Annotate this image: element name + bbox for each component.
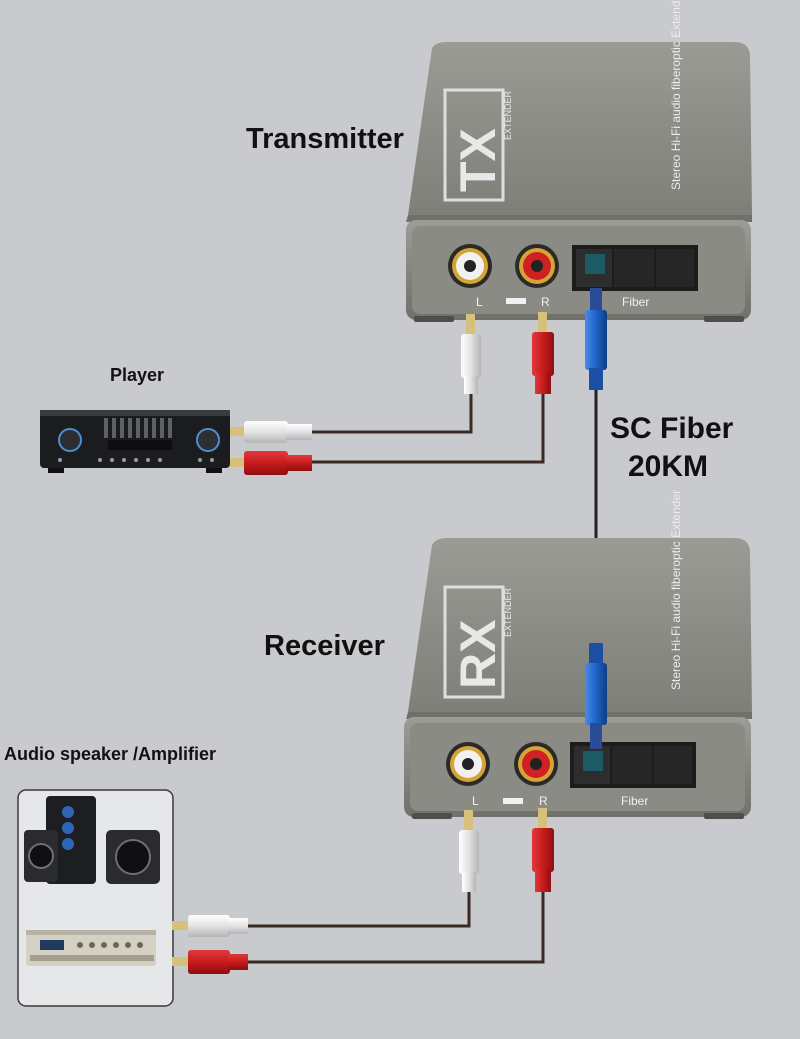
tx-fiber-port[interactable] xyxy=(572,245,698,291)
tx-fiber-connector xyxy=(585,288,607,390)
receiver-label: Receiver xyxy=(264,630,385,662)
audio-cables-bottom xyxy=(246,890,545,964)
speaker-white-plug xyxy=(172,915,248,937)
tx-badge-text: TX xyxy=(450,128,506,192)
audio-cables-top xyxy=(312,392,545,464)
tx-badge-sub: EXTENDER xyxy=(503,90,513,140)
rx-port-l-label: L xyxy=(472,794,479,808)
rx-badge-sub: EXTENDER xyxy=(503,587,513,637)
tx-red-plug xyxy=(532,312,554,394)
transmitter-label: Transmitter xyxy=(246,123,404,155)
rx-red-plug xyxy=(532,808,554,892)
rx-badge-text: RX xyxy=(450,620,506,689)
amplifier-unit xyxy=(26,930,156,966)
player-label: Player xyxy=(110,365,165,385)
rx-device: RX EXTENDER Stereo Hi-Fi audio fiberopti… xyxy=(404,490,752,819)
rx-fiber-label: Fiber xyxy=(621,794,648,808)
rx-fiber-port[interactable] xyxy=(570,742,696,788)
speaker-red-plug xyxy=(172,950,248,974)
rx-power-indicator xyxy=(503,798,523,804)
rx-rca-left-port[interactable] xyxy=(446,742,490,786)
speaker-set xyxy=(24,796,160,884)
tx-rca-left-port[interactable] xyxy=(448,244,492,288)
rx-white-plug xyxy=(459,810,479,892)
fiber-distance-label: 20KM xyxy=(628,450,709,483)
player-device xyxy=(40,410,230,473)
tx-rca-right-port[interactable] xyxy=(515,244,559,288)
rx-fiber-connector xyxy=(585,643,607,749)
player-white-plug xyxy=(230,421,312,443)
tx-port-l-label: L xyxy=(476,295,483,309)
tx-side-label: Stereo Hi-Fi audio fiberoptic Extender xyxy=(669,0,683,190)
rx-side-label: Stereo Hi-Fi audio fiberoptic Extender xyxy=(669,490,683,690)
tx-white-plug xyxy=(461,314,481,394)
tx-fiber-label: Fiber xyxy=(622,295,649,309)
player-red-plug xyxy=(230,451,312,475)
tx-device: TX EXTENDER Stereo Hi-Fi audio fiberopti… xyxy=(406,0,752,322)
tx-power-indicator xyxy=(506,298,526,304)
rx-rca-right-port[interactable] xyxy=(514,742,558,786)
rx-port-r-label: R xyxy=(539,794,548,808)
speaker-amp-label: Audio speaker /Amplifier xyxy=(4,744,217,764)
fiber-type-label: SC Fiber xyxy=(610,412,734,445)
tx-port-r-label: R xyxy=(541,295,550,309)
